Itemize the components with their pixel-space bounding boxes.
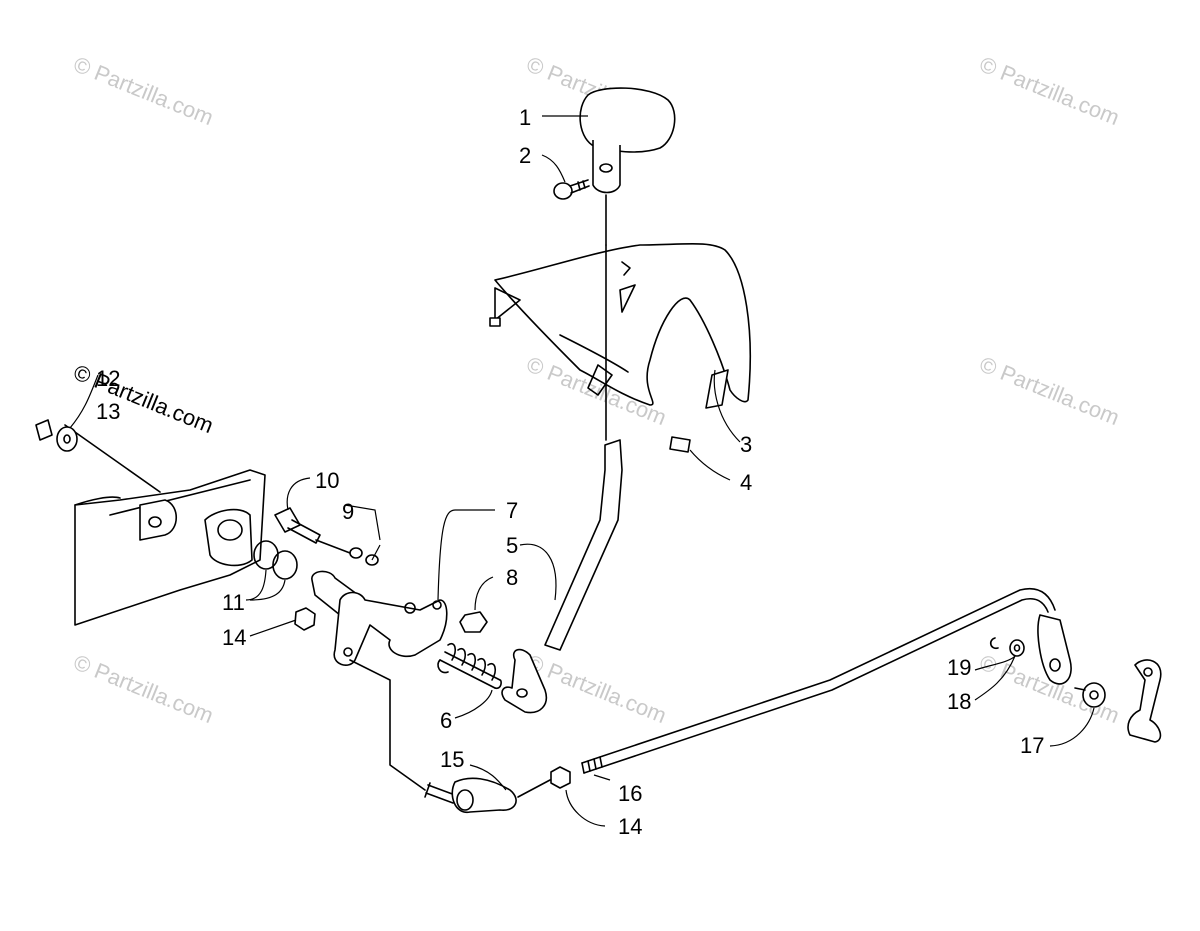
- lock-nut: [459, 611, 488, 633]
- callout-19: 19: [947, 655, 971, 680]
- mounting-bracket: [64, 424, 266, 626]
- callout-13: 13: [96, 399, 120, 424]
- pin: [669, 436, 691, 453]
- callout-numbers: 1 2 3 4 5 6 7 8 9 10 11 12 13 14 14 15 1…: [96, 105, 1044, 839]
- pivot-shaft-assembly: [311, 570, 448, 791]
- callout-15: 15: [440, 747, 464, 772]
- hex-nut-lower: [550, 766, 571, 789]
- knob-screw: [553, 179, 590, 200]
- watermark: © Partzilla.com: [70, 51, 217, 130]
- callout-12: 12: [96, 366, 120, 391]
- shift-gate-plate: [489, 242, 752, 441]
- callout-10: 10: [315, 468, 339, 493]
- callout-1: 1: [519, 105, 531, 130]
- callout-14-lower: 14: [618, 814, 642, 839]
- shift-linkage-arm: [1074, 659, 1162, 743]
- watermark-dark: © Partzilla.com: [70, 359, 217, 438]
- shift-rod: [581, 588, 1072, 774]
- callout-5: 5: [506, 533, 518, 558]
- callout-3: 3: [740, 432, 752, 457]
- callout-11: 11: [222, 590, 245, 615]
- callout-2: 2: [519, 143, 531, 168]
- callout-7: 7: [506, 498, 518, 523]
- watermark: © Partzilla.com: [70, 649, 217, 728]
- watermark: © Partzilla.com: [976, 51, 1123, 130]
- leader-lines: [69, 115, 1095, 827]
- spring: [437, 642, 502, 690]
- pivot-bolt: [274, 507, 351, 554]
- ball-joint: [424, 777, 551, 813]
- clip-and-washer: [989, 637, 1025, 657]
- callout-9: 9: [342, 499, 354, 524]
- hex-nut: [294, 607, 316, 631]
- callout-6: 6: [440, 708, 452, 733]
- o-rings: [253, 540, 298, 580]
- bolt-and-washer: [35, 419, 78, 452]
- callout-17: 17: [1020, 733, 1044, 758]
- shift-lever: [501, 439, 623, 714]
- watermark: © Partzilla.com: [976, 351, 1123, 430]
- callout-14: 14: [222, 625, 246, 650]
- callout-8: 8: [506, 565, 518, 590]
- callout-16: 16: [618, 781, 642, 806]
- shift-knob: [579, 87, 676, 246]
- callout-18: 18: [947, 689, 971, 714]
- callout-4: 4: [740, 470, 752, 495]
